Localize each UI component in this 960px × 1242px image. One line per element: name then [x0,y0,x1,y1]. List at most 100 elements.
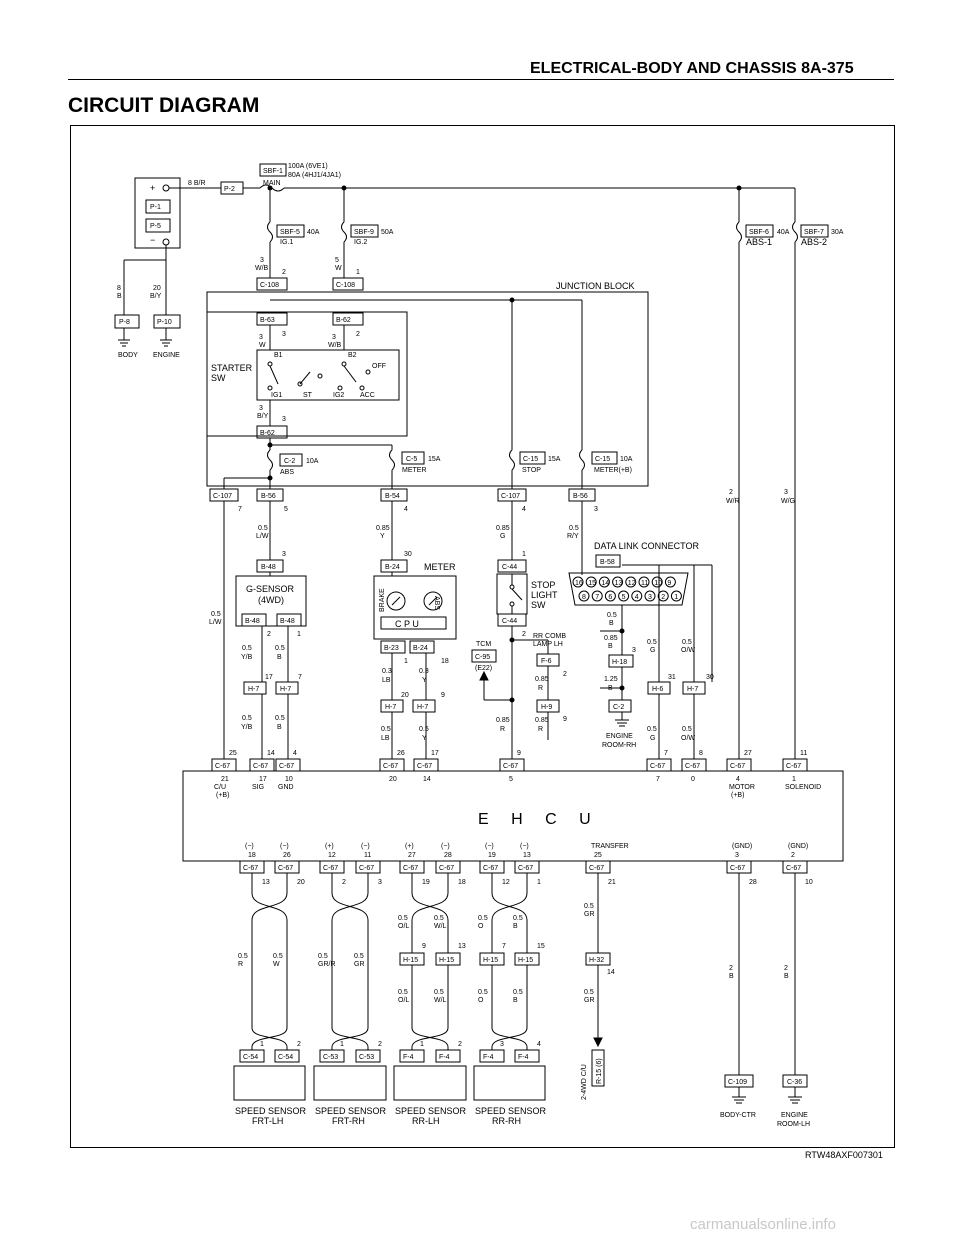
svg-text:B-62: B-62 [260,430,275,437]
svg-text:H-6: H-6 [652,686,663,693]
svg-text:2: 2 [267,631,271,638]
svg-text:0.5: 0.5 [569,525,579,532]
wire-label: 0.5 [273,953,283,960]
svg-text:LB: LB [382,677,391,684]
wire-label: B [513,923,518,930]
svg-text:STARTER: STARTER [211,363,253,373]
svg-text:R-15 (6): R-15 (6) [596,1058,603,1084]
svg-text:C-108: C-108 [260,282,279,289]
sensor-connector [514,1049,540,1063]
svg-text:0.5: 0.5 [381,726,391,733]
pin-number: 14 [267,750,275,757]
svg-text:IG.1: IG.1 [280,239,293,246]
svg-text:LB: LB [381,735,390,742]
svg-text:C-36: C-36 [787,1079,802,1086]
connector-label: C-67 [359,865,374,872]
svg-text:H-18: H-18 [612,659,627,666]
wire-label: B [513,997,518,1004]
svg-text:2: 2 [729,965,733,972]
pin-number: 1 [420,1041,424,1048]
terminal-label: GND [278,784,294,791]
connector-label: F-4 [403,1054,414,1061]
svg-text:W/G: W/G [781,498,795,505]
wire-label: 0.5 [318,953,328,960]
svg-text:JUNCTION BLOCK: JUNCTION BLOCK [556,281,635,291]
svg-text:0.5: 0.5 [584,989,594,996]
svg-text:R: R [500,726,505,733]
dlc-pin-label: 6 [608,594,612,601]
svg-text:Y/B: Y/B [241,654,253,661]
svg-text:P-10: P-10 [157,319,172,326]
terminal-label: MOTOR [729,784,755,791]
speed-sensor-position: FRT-LH [252,1116,283,1126]
speed-sensor-name: SPEED SENSOR [235,1106,307,1116]
terminal-label: SOLENOID [785,784,821,791]
pin-number: 2 [458,1041,462,1048]
connector-label: H-15 [439,957,454,964]
dlc-pin-label: 11 [641,580,648,587]
terminal-number: 28 [444,852,452,859]
svg-text:3: 3 [784,489,788,496]
svg-text:0.85: 0.85 [496,717,510,724]
svg-text:B-62: B-62 [336,317,351,324]
terminal-sign: (−) [245,843,254,850]
terminal-label: (+B) [216,792,229,799]
sensor-connector [239,1049,265,1063]
svg-text:W: W [335,265,342,272]
pin-number: 17 [431,750,439,757]
svg-text:IG1: IG1 [271,392,282,399]
svg-text:O/W: O/W [681,735,695,742]
connector-label: C-67 [483,865,498,872]
pin-number: 1 [537,879,541,886]
terminal-number: 17 [259,776,267,783]
svg-text:SBF-1: SBF-1 [263,168,283,175]
svg-text:31: 31 [668,674,676,681]
pin-number: 10 [805,879,813,886]
dlc-pin-label: 4 [635,594,639,601]
svg-text:C-2: C-2 [613,704,624,711]
svg-text:B-54: B-54 [385,493,400,500]
svg-text:C-107: C-107 [213,493,232,500]
dlc-pin [618,590,630,602]
ehcu-top-connector [249,758,275,772]
svg-text:2: 2 [563,671,567,678]
connector-label: C-67 [253,763,268,770]
svg-text:0.5: 0.5 [419,726,429,733]
svg-text:1: 1 [404,658,408,665]
dlc-pin-label: 3 [648,594,652,601]
dlc-pin-label: 14 [601,580,609,587]
terminal-number: 10 [285,776,293,783]
svg-text:P-5: P-5 [150,223,161,230]
svg-text:L/W: L/W [256,533,269,540]
svg-text:LAMP LH: LAMP LH [533,641,563,648]
sensor-connector [355,1049,381,1063]
svg-text:R: R [538,726,543,733]
svg-text:0.5: 0.5 [647,639,657,646]
ehcu-top-connector [379,758,405,772]
speed-sensor-name: SPEED SENSOR [395,1106,467,1116]
battery: + − P-1 P-5 8 B/R P-2 8 B 20 B/Y P-8 P-1… [114,177,260,359]
svg-text:G: G [650,647,655,654]
pin-number: 2 [297,1041,301,1048]
svg-text:Y/B: Y/B [241,724,253,731]
svg-text:B: B [784,973,789,980]
svg-text:10A: 10A [620,456,633,463]
dlc-pin [670,590,682,602]
svg-text:ACC: ACC [360,392,375,399]
dlc-pin [664,576,676,588]
svg-text:15A: 15A [548,456,561,463]
svg-text:30A: 30A [831,229,844,236]
main-bus: SBF-1 100A (6VE1) 80A (4HJ1/4JA1) MAIN [259,163,795,192]
svg-text:ABS-2: ABS-2 [801,237,827,247]
svg-text:SBF-9: SBF-9 [354,229,374,236]
diagram-frame [70,125,895,1148]
connector-label: C-67 [403,865,418,872]
connector-label: C-67 [323,865,338,872]
sensor-connector [274,1049,300,1063]
connector-label: C-67 [278,865,293,872]
svg-text:14: 14 [607,969,615,976]
pin-number: 13 [262,879,270,886]
dlc-pin [585,576,597,588]
terminal-number: 13 [523,852,531,859]
